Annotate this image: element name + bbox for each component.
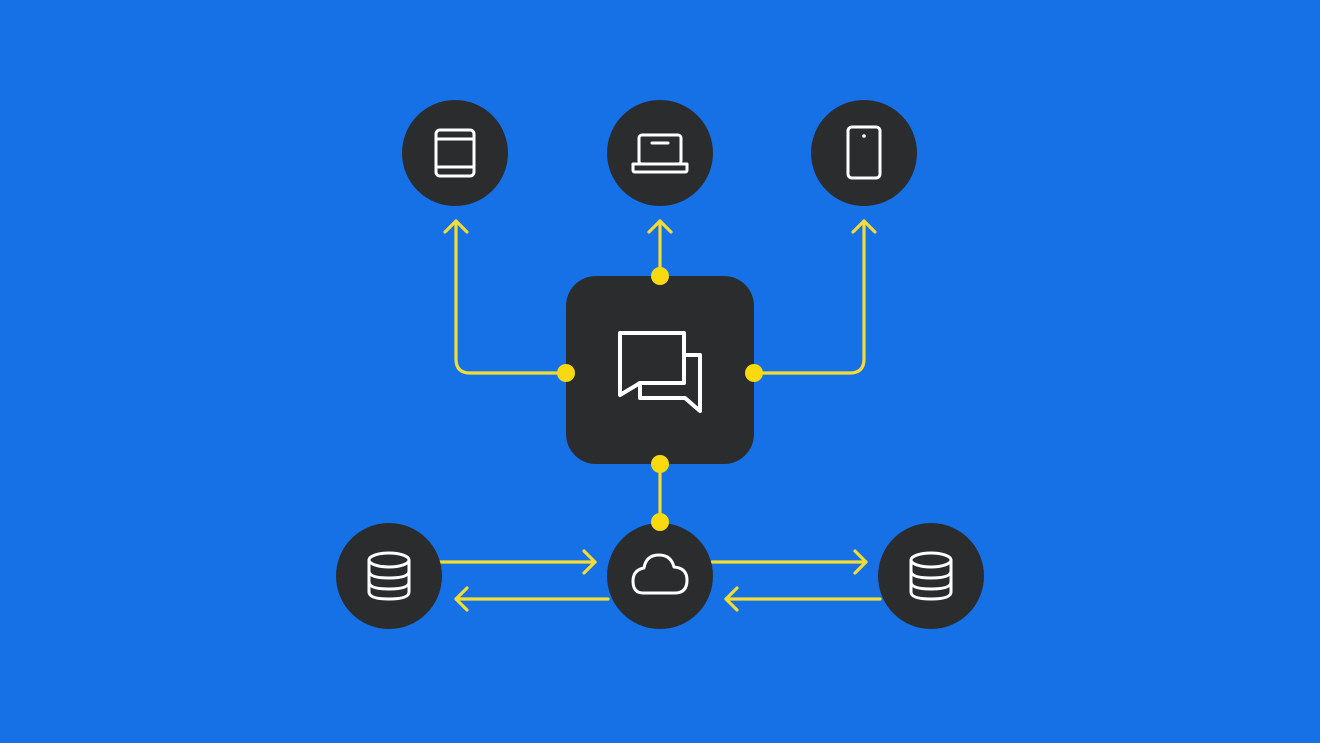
dot-hub-bottom xyxy=(651,455,669,473)
database-icon xyxy=(909,551,953,601)
phone-node xyxy=(811,100,917,206)
laptop-node xyxy=(607,100,713,206)
database-right-node xyxy=(878,523,984,629)
laptop-icon xyxy=(631,133,689,174)
connector-dots xyxy=(557,267,763,531)
tablet-node xyxy=(402,100,508,206)
edge-cloud-to-database-right xyxy=(710,549,868,575)
database-icon xyxy=(367,551,411,601)
edge-hub-to-phone xyxy=(752,219,877,375)
chat-bubbles-icon xyxy=(618,331,702,413)
icons xyxy=(367,125,953,601)
hub-node xyxy=(566,276,754,464)
database-left-node xyxy=(336,523,442,629)
nodes xyxy=(336,100,984,629)
cloud-node xyxy=(607,523,713,629)
connectors xyxy=(438,219,882,612)
cloud-icon xyxy=(631,553,689,595)
edge-hub-to-laptop xyxy=(647,219,673,278)
edge-hub-to-tablet xyxy=(443,219,568,375)
edge-cloud-to-database-left xyxy=(454,586,610,612)
edge-database-left-to-cloud xyxy=(438,549,597,575)
tablet-icon xyxy=(434,128,476,178)
dot-hub-top xyxy=(651,267,669,285)
dot-cloud-top xyxy=(651,513,669,531)
dot-hub-right xyxy=(745,364,763,382)
edge-database-right-to-cloud xyxy=(724,586,882,612)
dot-hub-left xyxy=(557,364,575,382)
smartphone-icon xyxy=(846,125,882,180)
